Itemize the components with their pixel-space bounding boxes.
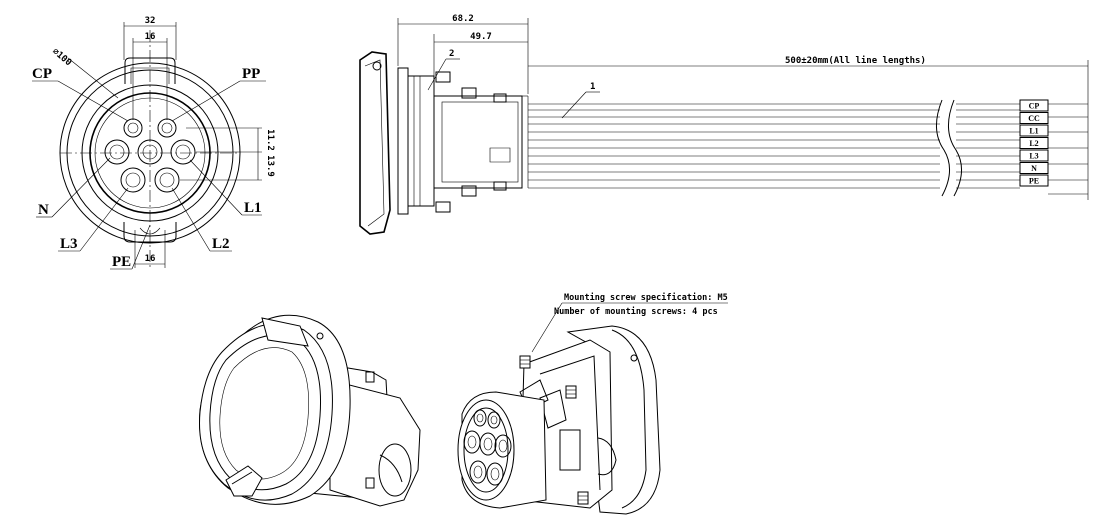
- note-leader: [531, 302, 563, 353]
- pin-l3: [120, 167, 146, 193]
- housing-front: [407, 75, 435, 207]
- front-view: 32 16 ⌀100 16 11.2 13.9 CP PP N L1 L3: [32, 16, 275, 270]
- wire-tag-box: [1019, 112, 1049, 124]
- label-pe: PE: [112, 254, 131, 270]
- lid-screw-hole: [372, 61, 382, 71]
- mounting-screw-3: [577, 491, 589, 505]
- wire-tag-label: N: [1031, 164, 1037, 173]
- iso-view-socket: [457, 325, 661, 515]
- wire-tag-box: [1019, 162, 1049, 174]
- socket-face: [457, 399, 515, 501]
- dim-top-inner: 16: [145, 32, 156, 42]
- housing-body: [433, 95, 523, 189]
- screw-count-note: Number of mounting screws: 4 pcs: [554, 306, 718, 317]
- wire-tag-box: [1019, 124, 1049, 137]
- flange-plate: [397, 67, 409, 215]
- lid-profile: [359, 51, 391, 235]
- pin-cp: [123, 118, 143, 138]
- label-pp: PP: [242, 66, 260, 82]
- dim-right-a: 13.9: [265, 155, 275, 177]
- pin-l1: [170, 139, 196, 165]
- line-length-label: 500±20mm(All line lengths): [785, 55, 926, 66]
- wire-tag-box: [1019, 137, 1049, 149]
- wire-tag-box: [1019, 174, 1049, 187]
- iso-pins: [463, 409, 512, 486]
- wires: [528, 99, 1088, 197]
- latch-tab-inner: [130, 67, 170, 84]
- wire-tag-label: CC: [1028, 114, 1040, 123]
- wire-tag-label: L3: [1029, 152, 1038, 161]
- callout-1: 1: [590, 82, 595, 92]
- label-l3: L3: [60, 236, 78, 252]
- dim-top-outer: 32: [145, 16, 156, 26]
- dim-total: 68.2: [452, 14, 474, 24]
- wire-tag-label: CP: [1029, 102, 1040, 111]
- wire-tag-box: [1019, 149, 1049, 162]
- label-l2: L2: [212, 236, 230, 252]
- mounting-screw-2: [565, 385, 577, 399]
- pin-pp: [157, 118, 177, 138]
- rear-flange: [566, 325, 661, 515]
- label-n: N: [38, 202, 49, 218]
- break-mark-right: [948, 99, 962, 197]
- pin-center: [137, 139, 163, 165]
- wire-tag-label: L2: [1029, 139, 1038, 148]
- pin-n: [104, 139, 130, 165]
- rear-housing: [329, 379, 421, 507]
- mounting-notes: Mounting screw specification: M5 Number …: [531, 292, 728, 353]
- lid: [199, 323, 333, 501]
- dim-bottom: 16: [145, 254, 156, 264]
- pin-l2: [154, 167, 180, 193]
- lid-hinge: [225, 465, 263, 497]
- screw-spec-note: Mounting screw specification: M5: [564, 292, 728, 303]
- label-l1: L1: [244, 200, 262, 216]
- wire-tag-label: L1: [1029, 127, 1038, 136]
- callout-2: 2: [449, 49, 454, 59]
- mounting-screw-1: [519, 355, 531, 369]
- wire-tag-label: PE: [1029, 177, 1039, 186]
- side-view: 68.2 49.7 2 500±20mm(All line lengths) 1: [359, 14, 1089, 235]
- dim-right-b: 11.2: [265, 129, 275, 151]
- label-cp: CP: [32, 66, 52, 82]
- diameter-label: ⌀100: [50, 47, 73, 69]
- lid-latch: [261, 317, 309, 347]
- wire-tag-box: [1019, 99, 1049, 112]
- break-mark-left: [936, 99, 950, 197]
- dim-body: 49.7: [470, 32, 492, 42]
- iso-view-with-lid: [199, 314, 421, 507]
